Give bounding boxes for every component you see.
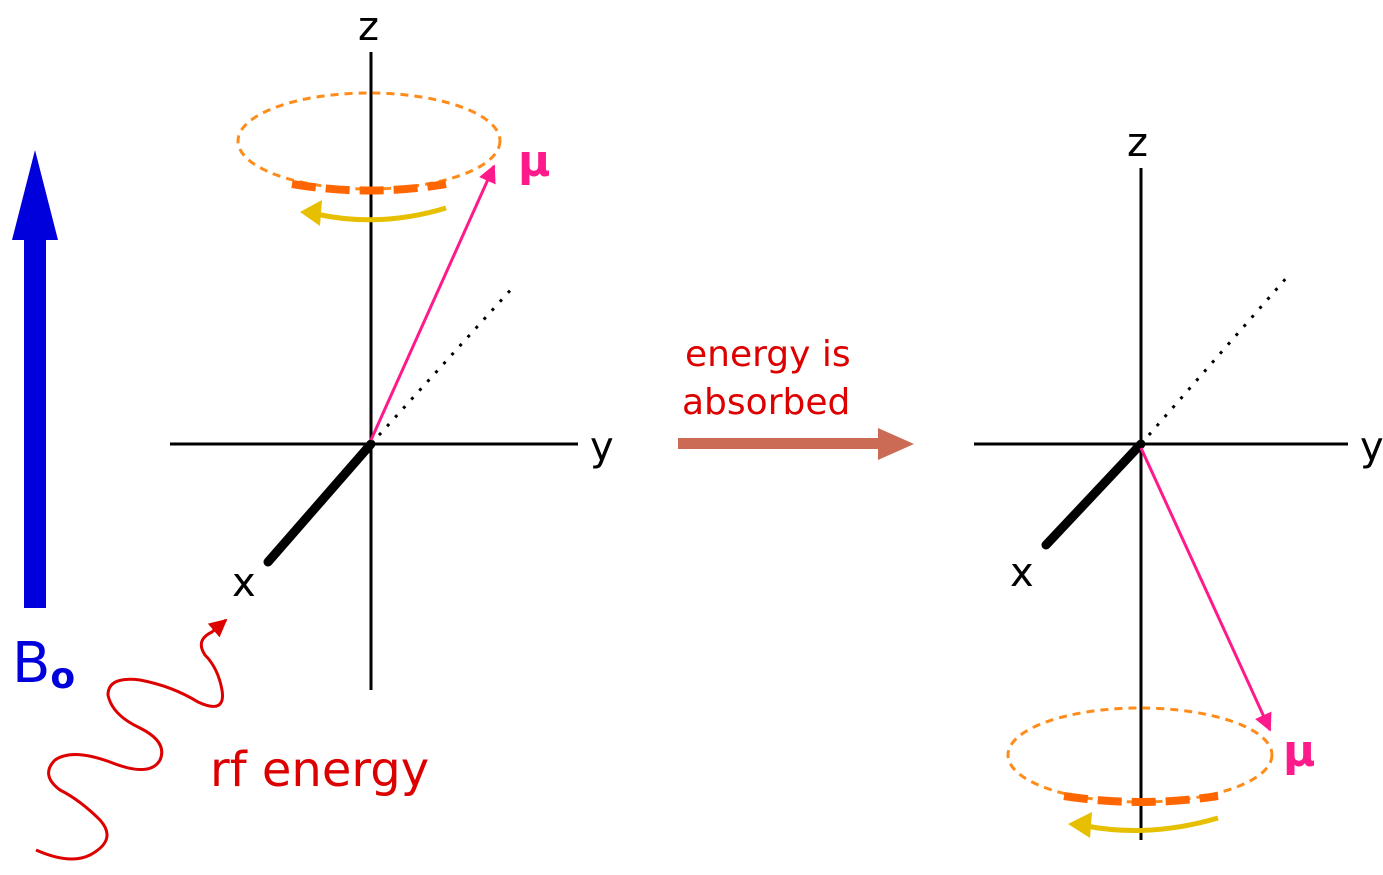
b0-subscript: o [50, 656, 75, 697]
right-moment-label: μ [1283, 726, 1315, 777]
transition-arrow [678, 428, 914, 460]
b0-field-arrow [12, 150, 58, 608]
left-precession-cone [236, 91, 502, 195]
right-y-label: y [1360, 424, 1383, 470]
left-moment-label: μ [518, 136, 550, 187]
left-z-label: z [358, 4, 379, 50]
right-rotation-arrow [1068, 812, 1219, 838]
rf-energy-wave [35, 618, 228, 861]
left-axes [170, 52, 578, 690]
right-axes [974, 168, 1348, 840]
right-z-label: z [1127, 120, 1148, 166]
transition-line2: absorbed [682, 382, 850, 423]
right-x-axis [1041, 439, 1146, 550]
right-back-axis [1139, 275, 1290, 445]
left-x-label: x [232, 560, 256, 606]
right-moment-vector [1139, 447, 1272, 732]
rf-energy-label: rf energy [210, 742, 429, 798]
left-rotation-arrow [300, 200, 447, 226]
right-x-label: x [1010, 550, 1034, 596]
left-x-axis [263, 439, 376, 567]
b0-label: Bo [12, 631, 75, 697]
right-precession-cone [1006, 706, 1274, 806]
left-moment-vector [369, 164, 496, 441]
left-y-label: y [590, 424, 614, 470]
left-back-axis [369, 283, 517, 446]
transition-line1: energy is [685, 334, 851, 375]
